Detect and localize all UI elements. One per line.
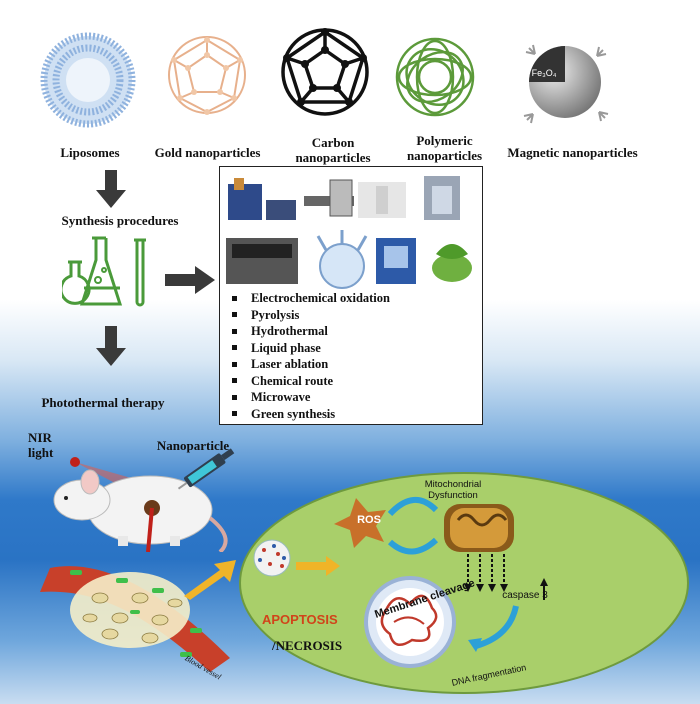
carbon-fullerene-icon xyxy=(281,28,369,116)
nanoparticle-label: Nanoparticle xyxy=(156,438,230,453)
right-arrow xyxy=(165,266,215,294)
syringe-icon xyxy=(177,448,235,490)
method-item: Hydrothermal xyxy=(232,323,390,340)
method-item: Pyrolysis xyxy=(232,307,390,324)
gold-nanoparticle-icon xyxy=(168,36,246,115)
mito-label: Mitochondrial Dysfunction xyxy=(424,479,482,501)
liposomes-label: Liposomes xyxy=(60,145,120,160)
apoptosis-label: APOPTOSIS xyxy=(262,612,338,627)
methods-list: Electrochemical oxidation Pyrolysis Hydr… xyxy=(232,290,390,422)
nir-light-label: NIR light xyxy=(28,430,54,460)
cell-illustration xyxy=(239,472,689,694)
down-arrow-1 xyxy=(96,170,126,208)
lab-equipment-images xyxy=(226,176,472,289)
caspase-label: caspase 3 xyxy=(502,590,548,601)
synthesis-title: Synthesis procedures xyxy=(61,213,179,228)
necrosis-label: /NECROSIS xyxy=(272,638,343,653)
method-item: Microwave xyxy=(232,389,390,406)
magnetic-sphere-icon xyxy=(523,44,609,124)
method-item: Electrochemical oxidation xyxy=(232,290,390,307)
magnetic-nanoparticles-label: Magnetic nanoparticles xyxy=(507,145,638,160)
polymer-ball-icon xyxy=(395,37,475,117)
flask-icon xyxy=(62,236,146,307)
magnetic-core-label: Fe₃O₄ xyxy=(531,68,557,78)
blood-vessel-tumor xyxy=(40,566,230,672)
method-item: Chemical route xyxy=(232,373,390,390)
method-item: Laser ablation xyxy=(232,356,390,373)
yellow-arrow xyxy=(184,560,236,600)
down-arrow-2 xyxy=(96,326,126,366)
liposome-icon xyxy=(40,32,136,128)
polymeric-nanoparticles-label: Polymeric nanoparticles xyxy=(406,133,483,163)
carbon-nanoparticles-label: Carbon nanoparticles xyxy=(295,135,371,165)
ros-label: ROS xyxy=(357,514,381,526)
therapy-title: Photothermal therapy xyxy=(41,395,165,410)
method-item: Green synthesis xyxy=(232,406,390,423)
mouse-illustration xyxy=(53,457,228,552)
gold-nanoparticles-label: Gold nanoparticles xyxy=(154,145,261,160)
method-item: Liquid phase xyxy=(232,340,390,357)
